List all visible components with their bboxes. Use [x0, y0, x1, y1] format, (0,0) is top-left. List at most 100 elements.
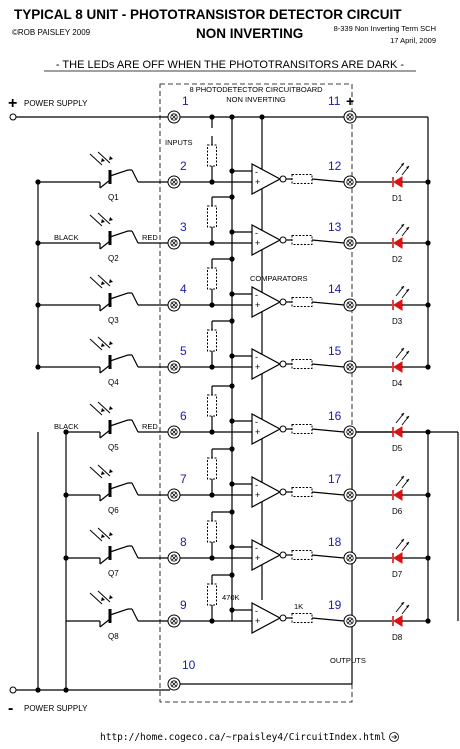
junction-dot — [229, 607, 235, 613]
input-number: 6 — [180, 409, 187, 423]
junction-dot — [229, 229, 235, 235]
opamp-output-bubble — [279, 236, 287, 244]
emission-arrowheads — [401, 602, 409, 608]
opamp-plus: + — [255, 362, 260, 372]
resistor-1k — [291, 613, 313, 623]
junction-dot — [229, 168, 235, 174]
comparator-icon: +- — [251, 538, 287, 572]
opamp-output-bubble — [279, 175, 287, 183]
terminal-11-plus: + — [346, 93, 354, 109]
led-icon — [392, 223, 410, 249]
emission-arrowheads — [401, 476, 409, 482]
junction-dot — [425, 240, 431, 246]
terminal-cross — [347, 114, 353, 120]
resistor-1k — [291, 297, 313, 307]
emission-arrowheads — [401, 163, 409, 169]
resistor-470k — [207, 457, 217, 480]
junction-dot — [229, 256, 235, 262]
output-number: 16 — [328, 409, 342, 423]
output-wire — [311, 363, 345, 368]
transistor-collector — [109, 230, 132, 238]
note: - THE LEDs ARE OFF WHEN THE PHOTOTRANSIT… — [56, 59, 405, 71]
emission-arrowheads — [401, 224, 409, 230]
terminal-11 — [343, 110, 357, 124]
board-label-1: 8 PHOTODETECTOR CIRCUITBOARD — [189, 85, 323, 94]
transistor-collector — [109, 292, 132, 300]
led-icon — [392, 475, 410, 501]
resistor-1k — [291, 550, 313, 560]
transistor-label: Q7 — [108, 569, 119, 578]
terminal-cross — [347, 364, 353, 370]
terminal-cross — [171, 240, 177, 246]
input-number: 7 — [180, 472, 187, 486]
opamp-body — [251, 601, 282, 635]
output-terminal — [343, 236, 357, 250]
wire — [131, 354, 139, 368]
plus-sign: + — [8, 95, 17, 112]
opamp-minus: - — [255, 543, 258, 553]
output-number: 14 — [328, 282, 342, 296]
comparator-icon: +- — [251, 162, 287, 196]
junction-dot — [229, 194, 235, 200]
junction-dot — [229, 481, 235, 487]
light-arrows — [89, 151, 111, 166]
fixed-wiring: 1 10 11 + — [35, 93, 459, 693]
terminal-10-number: 10 — [182, 658, 196, 672]
detector-rows: Q12+-12D1Q23+-13D2Q34+-14D3Q45+-15D4Q56+… — [35, 136, 431, 642]
opamp-body — [251, 475, 282, 509]
led-icon — [392, 601, 410, 627]
opamp-minus: - — [255, 606, 258, 616]
transistor-collector — [109, 419, 132, 427]
led-label: D4 — [392, 379, 403, 388]
opamp-body — [251, 347, 282, 381]
input-number: 4 — [180, 282, 187, 296]
led-body — [393, 489, 403, 501]
output-wire — [311, 428, 345, 433]
comparator-icon: +- — [251, 223, 287, 257]
terminal-cross — [347, 555, 353, 561]
transistor-emitter — [99, 555, 111, 565]
transistor-label: Q1 — [108, 193, 119, 202]
comparator-icon: +- — [251, 601, 287, 635]
junction-dot — [35, 240, 41, 246]
wire — [131, 545, 139, 559]
junction-dot — [35, 302, 41, 308]
junction-dot — [63, 555, 69, 561]
junction-dot — [63, 687, 69, 693]
output-wire — [311, 178, 345, 183]
resistor-470k — [207, 329, 217, 352]
led-body — [393, 299, 403, 311]
junction-dot — [229, 353, 235, 359]
opamp-output-bubble — [279, 360, 287, 368]
light-arrows — [89, 464, 111, 479]
light-arrows — [89, 212, 111, 227]
emission-arrowheads — [401, 286, 409, 292]
light-arrowheads — [101, 406, 113, 412]
junction-dot — [229, 544, 235, 550]
led-body — [393, 426, 403, 438]
resistor-1k — [291, 359, 313, 369]
resistor-470k — [207, 394, 217, 417]
resistor-470k — [207, 583, 217, 606]
output-terminal — [343, 175, 357, 189]
power-minus-label: POWER SUPPLY — [24, 704, 88, 713]
led-label: D8 — [392, 633, 403, 642]
phototransistor-icon — [89, 151, 132, 189]
comparator-icon: +- — [251, 285, 287, 319]
output-terminal — [343, 614, 357, 628]
output-wire — [311, 554, 345, 559]
opamp-plus: + — [255, 238, 260, 248]
transistor-emitter — [99, 492, 111, 502]
light-arrowheads — [101, 595, 113, 601]
opamp-minus: - — [255, 290, 258, 300]
output-wire — [311, 491, 345, 496]
phototransistor-icon — [89, 401, 132, 439]
date: 17 April, 2009 — [390, 36, 436, 45]
output-number: 17 — [328, 472, 342, 486]
wire — [131, 230, 139, 244]
